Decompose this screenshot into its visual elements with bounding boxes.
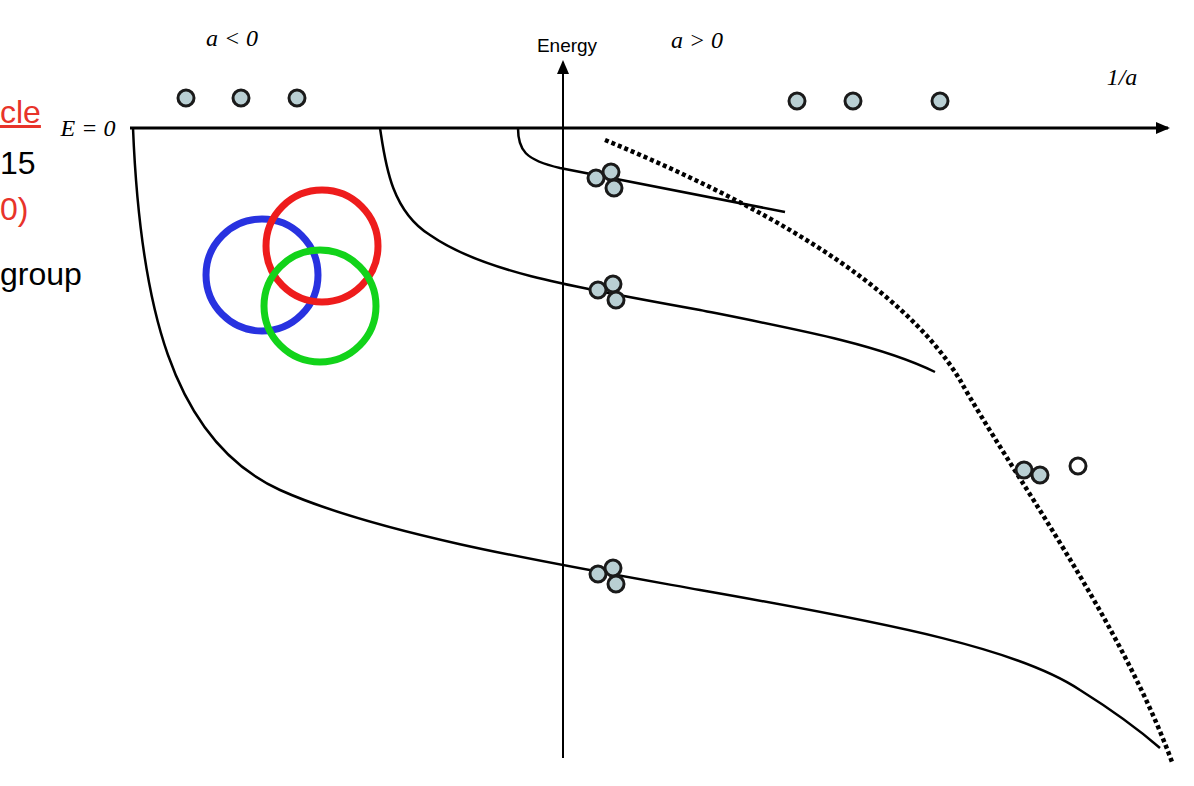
cropped-note: group [0,258,82,290]
inverse-length-axis [130,127,1168,130]
axis-title: 1/a [1107,65,1138,89]
cropped-note: 0) [0,193,28,225]
cropped-note: cle [0,96,41,128]
axis-region-label: a > 0 [671,28,723,52]
atoms [178,90,1086,592]
axis-region-label: a < 0 [206,26,258,50]
threshold-label: E = 0 [61,116,116,140]
axis-title: Energy [537,36,597,55]
dimer-threshold [605,140,1172,762]
borromean-rings [206,190,378,362]
energy-axis [562,62,564,758]
cropped-note: 15 [0,147,36,179]
trimer-branches [133,128,1160,748]
